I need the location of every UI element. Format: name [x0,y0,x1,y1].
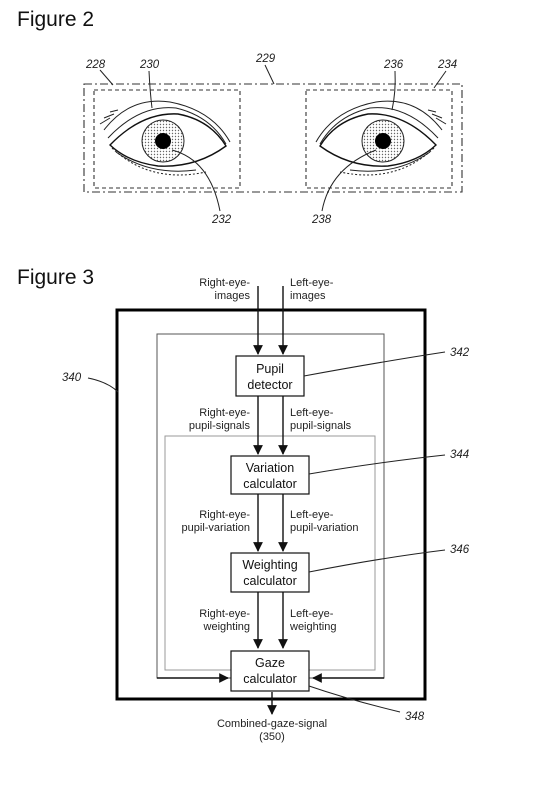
variation-calculator-line2: calculator [243,477,297,491]
label-right-weighting-line2: weighting [203,621,250,633]
right-eye-drawing [99,100,231,176]
pupil-detector-line1: Pupil [256,362,284,376]
label-right-pupil-variation-line2: pupil-variation [182,522,250,534]
label-right-weighting-line1: Right-eye- [199,608,250,620]
weighting-calculator-line2: calculator [243,574,297,588]
left-eye-region-234 [305,89,453,189]
right-eye-region-228 [93,89,241,189]
gaze-calculator-line2: calculator [243,672,297,686]
input-left-eye-images-line2: images [290,290,326,302]
label-left-pupil-signals-line1: Left-eye- [290,407,334,419]
ref-348: 348 [405,711,425,723]
input-left-eye-images-line1: Left-eye- [290,277,334,289]
ref-232: 232 [211,214,232,226]
ref-230: 230 [139,59,160,71]
leader-229 [264,64,275,85]
ref-236: 236 [383,59,404,71]
figure-3-title: Figure 3 [17,266,94,289]
pupil-detector-line2: detector [247,378,292,392]
leader-228 [99,69,114,86]
output-combined-gaze-signal-line2: (350) [259,731,285,743]
leader-344 [308,454,446,475]
label-right-pupil-signals-line2: pupil-signals [189,420,251,432]
leader-238 [321,149,377,212]
ref-342: 342 [450,347,470,359]
gaze-calculator-box [230,650,310,692]
leader-236 [391,70,396,111]
weighting-calculator-box [230,552,310,593]
ref-228: 228 [85,59,106,71]
weighting-calculator-line1: Weighting [242,558,297,572]
ref-238: 238 [311,214,332,226]
camera-frame-229 [83,83,463,193]
variation-calculator-line1: Variation [246,461,294,475]
label-left-weighting-line2: weighting [289,621,336,633]
label-right-pupil-signals-line1: Right-eye- [199,407,250,419]
ref-340: 340 [62,372,82,384]
label-left-pupil-variation-line2: pupil-variation [290,522,358,534]
leader-348 [308,685,401,713]
output-combined-gaze-signal-line1: Combined-gaze-signal [217,718,327,730]
ref-346: 346 [450,544,470,556]
label-left-pupil-variation-line1: Left-eye- [290,509,334,521]
label-right-pupil-variation-line1: Right-eye- [199,509,250,521]
variation-calculator-box [230,455,310,495]
label-left-pupil-signals-line2: pupil-signals [290,420,352,432]
label-left-weighting-line1: Left-eye- [290,608,334,620]
ref-229: 229 [255,53,276,65]
leader-230 [148,70,153,109]
leader-340 [87,377,119,393]
leader-342 [303,351,446,377]
ref-344: 344 [450,449,469,461]
input-right-eye-images-line2: images [215,290,251,302]
leader-346 [308,549,446,573]
left-eye-drawing [315,100,447,176]
figure-2-title: Figure 2 [17,8,94,31]
leader-234 [433,70,447,89]
system-boundary-340 [115,308,427,701]
ref-234: 234 [437,59,457,71]
gaze-calculator-line1: Gaze [255,656,285,670]
leader-232 [171,149,221,212]
pupil-detector-box [235,355,305,397]
input-right-eye-images-line1: Right-eye- [199,277,250,289]
